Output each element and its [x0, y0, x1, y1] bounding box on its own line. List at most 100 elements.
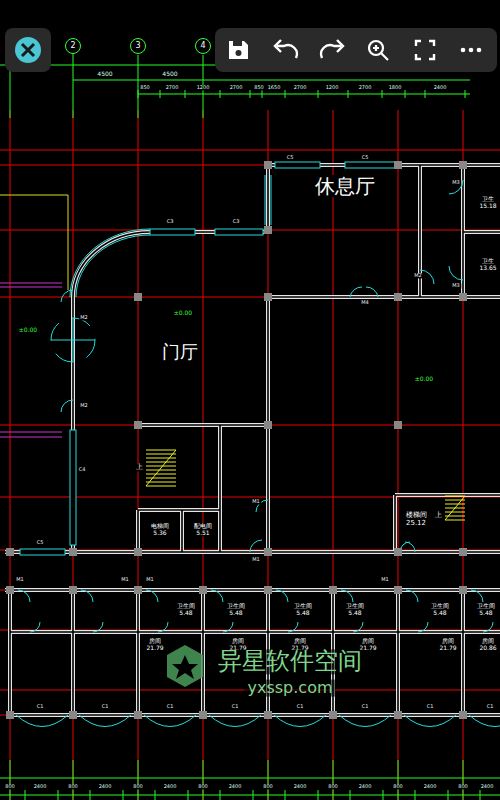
tag-label: M1 — [251, 499, 261, 504]
door-swing — [483, 622, 493, 632]
room-name: 4 — [200, 42, 205, 51]
tag-label: C3 — [166, 219, 175, 224]
bay-window — [144, 715, 196, 727]
room-name: 卫生间 — [226, 603, 246, 610]
tag-label: M1 — [15, 577, 25, 582]
column — [199, 586, 207, 594]
stair-tread — [146, 450, 176, 451]
room-label: 卫生间5.48 — [345, 603, 365, 616]
room-name: 房间 — [145, 638, 164, 645]
grid-bubble: 2 — [65, 38, 81, 54]
column — [69, 548, 77, 556]
room-label: 楼梯间25.12 — [405, 512, 428, 527]
room-label: 卫生13.65 — [478, 258, 497, 271]
door-swing — [81, 590, 93, 602]
column — [264, 421, 272, 429]
dimension-text: 4500 — [96, 71, 113, 77]
room-area: 5.36 — [150, 530, 170, 537]
stair-tread — [445, 520, 465, 521]
dimension-text: 2700 — [293, 85, 308, 90]
level-mark: ±0.00 — [414, 376, 434, 382]
room-area: 5.48 — [176, 610, 196, 617]
column — [459, 161, 467, 169]
column — [329, 711, 337, 719]
room-area: 13.65 — [478, 265, 497, 272]
grid-bubble: 4 — [195, 38, 211, 54]
room-name: 房间 — [478, 638, 497, 645]
dimension-text: 850 — [139, 85, 151, 90]
room-label: 配电间5.51 — [193, 523, 213, 536]
level-mark: ±0.00 — [18, 327, 38, 333]
dimension-text: 800 — [392, 784, 404, 789]
bay-window — [274, 715, 326, 727]
dimension-text: 800 — [327, 784, 339, 789]
room-name: 卫生 — [478, 196, 497, 203]
stair-tread — [445, 512, 465, 513]
dimension-text: 1200 — [196, 85, 211, 90]
stair-tread — [445, 504, 465, 505]
tag-label: C1 — [166, 704, 175, 709]
door-swing — [288, 622, 298, 632]
room-area: 5.48 — [293, 610, 313, 617]
room-area: 5.51 — [193, 530, 213, 537]
dimension-text: 2400 — [293, 784, 308, 789]
stair-tread — [146, 486, 176, 487]
column — [394, 711, 402, 719]
bay-window — [16, 715, 68, 727]
room-label: 房间20.86 — [478, 638, 497, 651]
stair-direction: 上 — [434, 512, 443, 519]
column — [264, 711, 272, 719]
dimension-text: 1200 — [325, 85, 340, 90]
door-swing — [418, 622, 428, 632]
room-area: 5.48 — [476, 610, 496, 617]
door-swing — [211, 590, 223, 602]
column — [459, 548, 467, 556]
dimension-lines — [0, 38, 500, 800]
stair-tread — [146, 462, 176, 463]
column — [264, 548, 272, 556]
tag-label: C1 — [296, 704, 305, 709]
tag-label: C1 — [101, 704, 110, 709]
bay-window — [404, 715, 456, 727]
dimension-text: 1650 — [267, 85, 282, 90]
door-swing — [471, 590, 483, 602]
column — [264, 293, 272, 301]
stair-tread — [445, 496, 465, 497]
room-label: 卫生间5.48 — [293, 603, 313, 616]
door-swings — [51, 180, 463, 552]
door-swing — [146, 590, 158, 602]
room-name: 卫生间 — [476, 603, 496, 610]
room-label: 卫生间5.48 — [176, 603, 196, 616]
column — [264, 226, 272, 234]
door-swing — [406, 590, 418, 602]
tag-label: C1 — [231, 704, 240, 709]
dimension-text: 2400 — [480, 784, 495, 789]
dimension-text: 2400 — [163, 784, 178, 789]
grid-lines — [0, 110, 500, 800]
column — [264, 586, 272, 594]
wall-gap — [5, 165, 500, 715]
stair-tread — [146, 466, 176, 467]
door-swing — [353, 622, 363, 632]
stair-tread — [146, 474, 176, 475]
room-name: 卫生间 — [176, 603, 196, 610]
room-name: 房间 — [358, 638, 377, 645]
door-swing — [158, 622, 168, 632]
dimension-text: 850 — [253, 85, 265, 90]
stair-tread — [146, 458, 176, 459]
column — [134, 711, 142, 719]
room-name: 2 — [70, 42, 75, 51]
column — [69, 711, 77, 719]
room-label: 卫生间5.48 — [476, 603, 496, 616]
room-name: 卫生间 — [293, 603, 313, 610]
dimension-text: 2400 — [33, 784, 48, 789]
toolbar — [5, 28, 497, 72]
stair-tread — [146, 470, 176, 471]
dimension-text: 2400 — [228, 784, 243, 789]
door-swing — [276, 590, 288, 602]
door-swing — [30, 622, 40, 632]
door-swing — [18, 590, 30, 602]
stair-tread — [146, 478, 176, 479]
room-name: 卫生 — [478, 258, 497, 265]
tag-label: C5 — [361, 155, 370, 160]
